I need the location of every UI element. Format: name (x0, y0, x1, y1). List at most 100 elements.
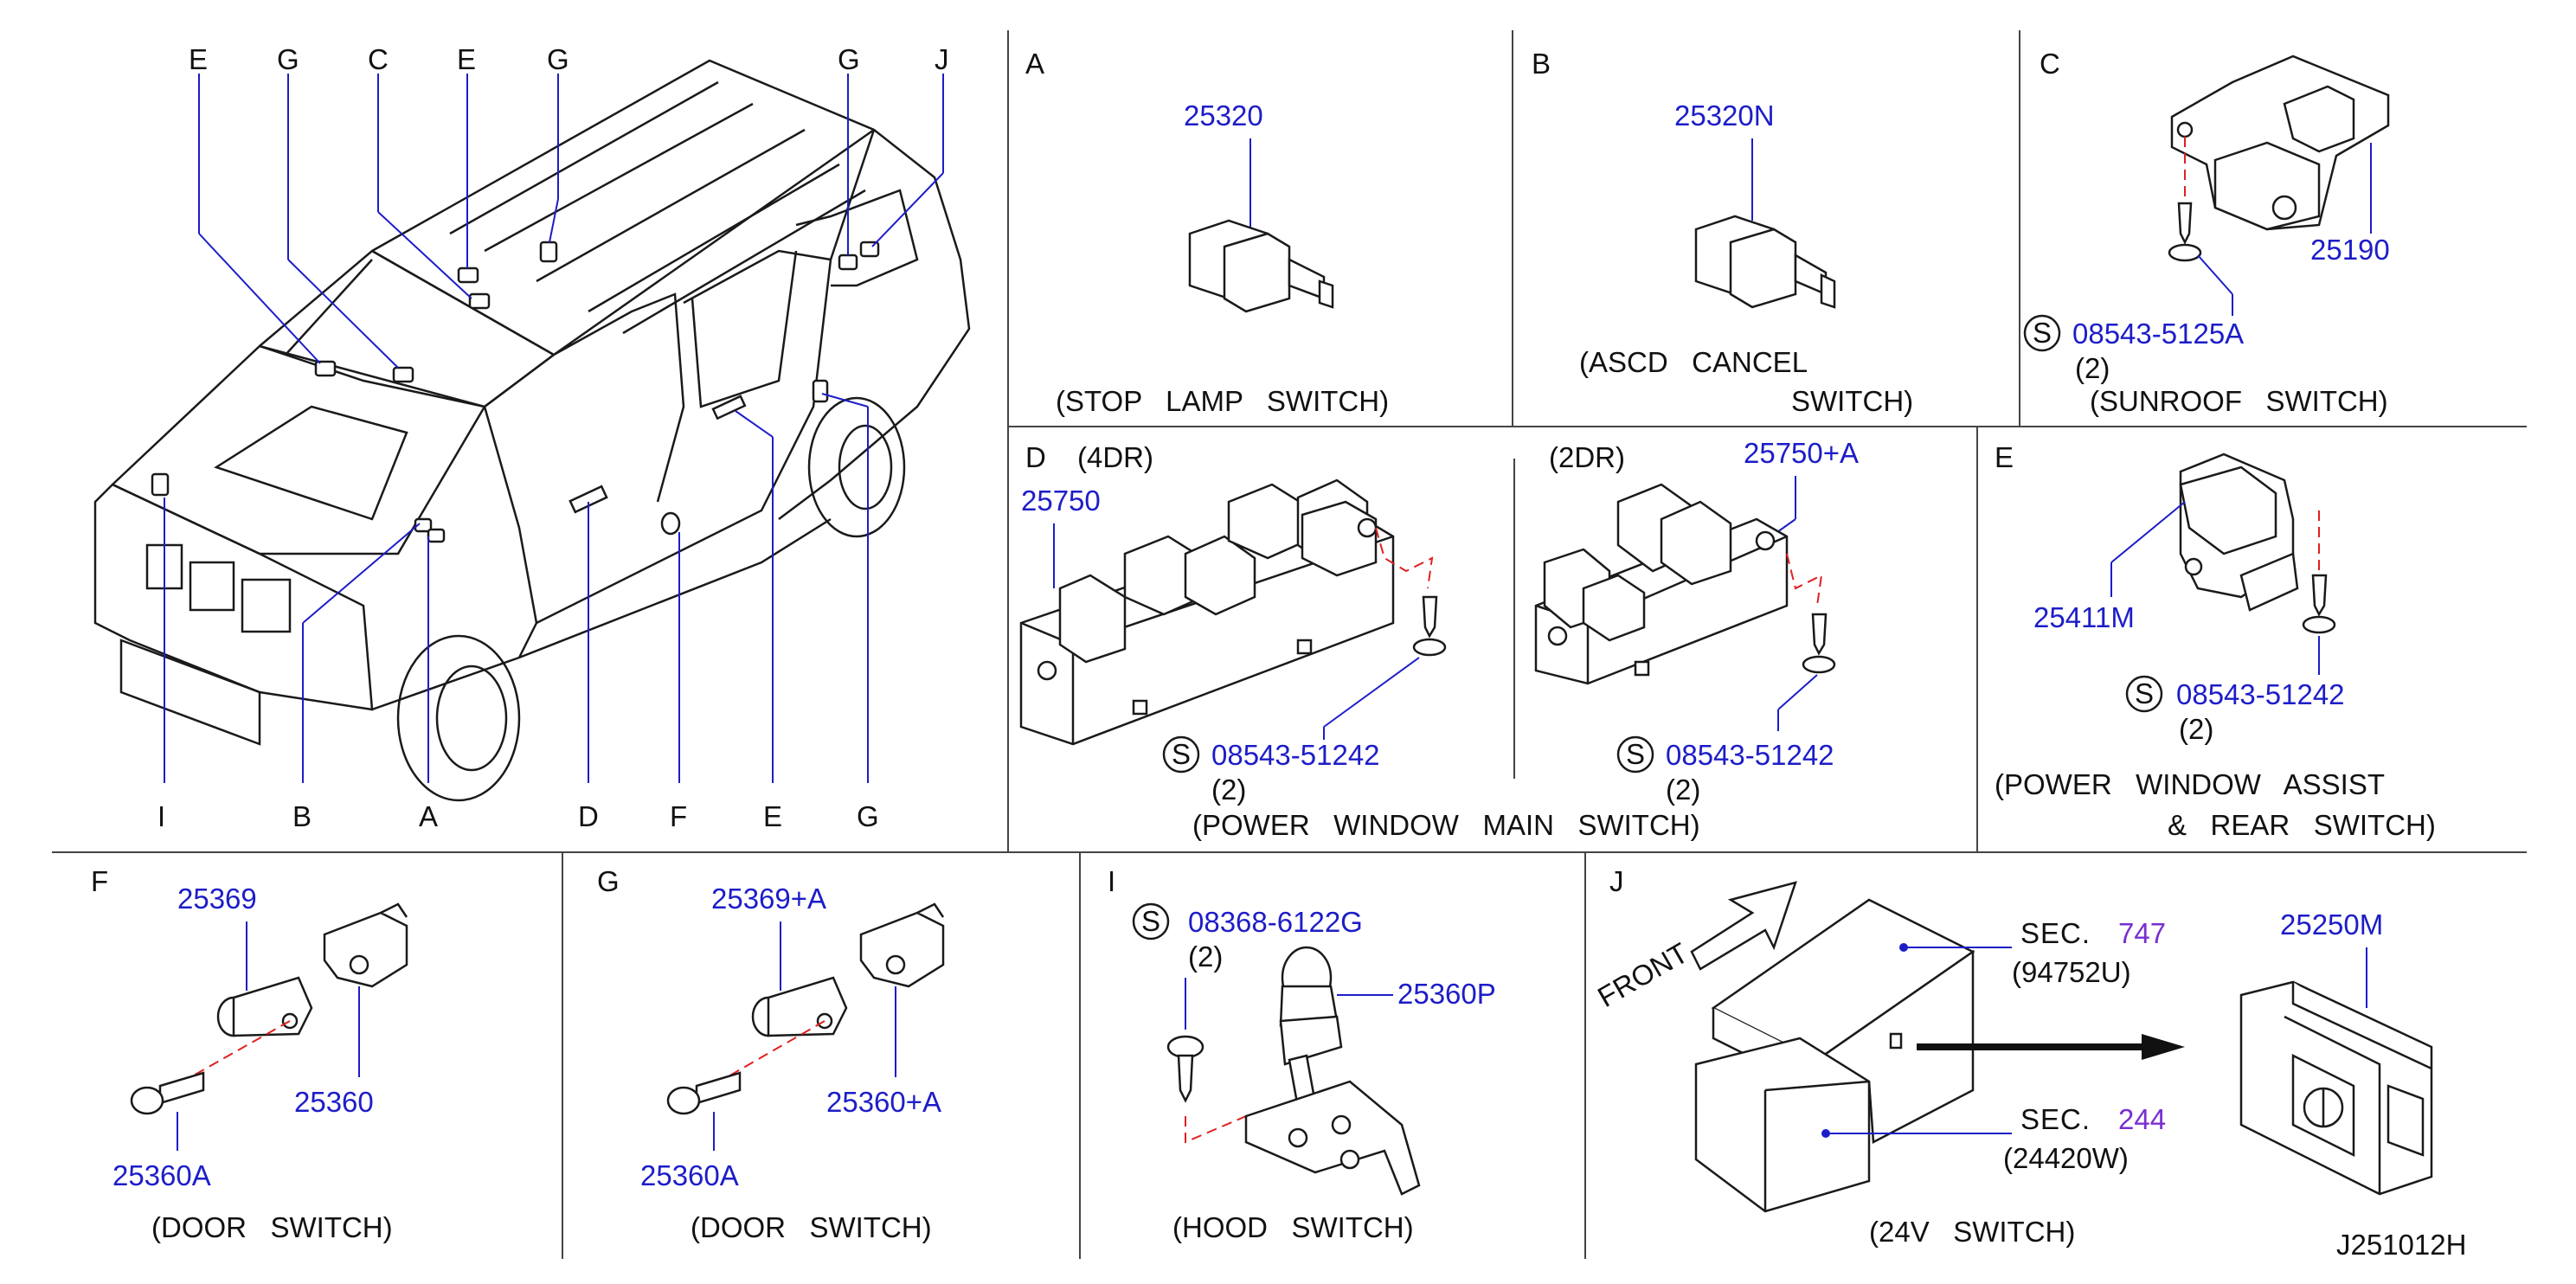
panel-e-letter: E (1995, 441, 2014, 473)
panel-j-sec2-sub: (24420W) (2003, 1142, 2129, 1174)
sunroof-switch-drawing (2170, 55, 2390, 231)
panel-e-screw-number: 08543-51242 (2176, 678, 2345, 710)
panel-a-letter: A (1025, 48, 1044, 80)
panel-i-hood-switch: I S 08368-6122G (2) 25360P (HOOD SWITCH) (1108, 865, 1496, 1243)
panel-grid (52, 30, 2527, 1259)
car-bottom-letter-3: A (419, 800, 438, 832)
panel-b-letter: B (1532, 48, 1551, 80)
panel-f-letter: F (91, 865, 108, 897)
panel-i-part-number: 25360P (1397, 978, 1496, 1010)
car-top-letter-7: J (935, 43, 949, 75)
panel-e-screw-symbol: S (2135, 677, 2154, 709)
panel-i-caption: (HOOD SWITCH) (1172, 1211, 1414, 1243)
panel-g-part-number-3: 25360A (640, 1159, 739, 1191)
panel-j-caption: (24V SWITCH) (1869, 1216, 2075, 1248)
door-switch-g-screw-icon (666, 1071, 742, 1115)
24v-switch-drawing (2239, 980, 2433, 1196)
car-top-letter-6: G (838, 43, 860, 75)
panel-j-sec1-number: 747 (2118, 917, 2166, 949)
car-bottom-letter-4: D (578, 800, 599, 832)
car-top-letter-2: G (277, 43, 299, 75)
ascd-switch-drawing (1694, 215, 1836, 309)
panel-c-screw-qty: (2) (2075, 352, 2110, 384)
panel-d-screw-symbol-4dr: S (1172, 738, 1191, 770)
panel-a-part-number: 25320 (1184, 100, 1263, 132)
panel-j-sec1-sub: (94752U) (2012, 956, 2131, 988)
panel-e-caption-line2: & REAR SWITCH) (2168, 809, 2436, 841)
panel-e-part-number: 25411M (2033, 601, 2135, 633)
front-arrow-icon (1690, 881, 1797, 971)
car-top-letter-3: C (368, 43, 389, 75)
panel-d-caption: (POWER WINDOW MAIN SWITCH) (1192, 809, 1700, 841)
panel-e-screw-qty: (2) (2179, 713, 2213, 745)
panel-b-ascd-cancel-switch: B 25320N (ASCD CANCEL SWITCH) (1532, 48, 1913, 417)
panel-i-screw-symbol: S (1141, 905, 1160, 937)
panel-e-power-window-assist-switch: E 25411M S 08543-51242 (2) (POWER WINDOW… (1995, 441, 2436, 841)
panel-c-sunroof-switch: C 25190 S 08543-5125A (2) (SUNROOF SWITC… (2023, 48, 2390, 417)
panel-j-letter: J (1609, 865, 1624, 897)
panel-e-caption-line1: (POWER WINDOW ASSIST (1995, 768, 2385, 800)
door-switch-f-drawing (216, 902, 408, 1037)
panel-b-part-number: 25320N (1674, 100, 1775, 132)
assist-screw-icon (2302, 574, 2336, 634)
front-label: FRONT (1592, 936, 1693, 1013)
main-switch-2dr-drawing (1534, 483, 1789, 685)
panel-f-part-number-1: 25369 (177, 883, 257, 915)
car-bottom-letter-6: E (763, 800, 782, 832)
switch-bracket-drawing (1694, 898, 1975, 1213)
panel-d-screw-qty-2dr: (2) (1666, 774, 1700, 806)
panel-d-part-number-4dr: 25750 (1021, 485, 1101, 517)
car-body-outline (93, 59, 971, 802)
panel-g-letter: G (597, 865, 620, 897)
stop-lamp-switch-drawing (1188, 219, 1334, 313)
panel-d-4dr-label: (4DR) (1077, 441, 1153, 473)
car-leader-lines (164, 74, 944, 783)
car-bottom-letter-5: F (670, 800, 687, 832)
panel-a-caption: (STOP LAMP SWITCH) (1056, 385, 1389, 417)
panel-f-part-number-2: 25360 (294, 1086, 374, 1118)
panel-f-caption: (DOOR SWITCH) (151, 1211, 393, 1243)
hood-switch-screw-icon (1166, 1035, 1204, 1103)
main-switch-screw-icon-2dr (1802, 613, 1836, 674)
panel-j-24v-switch: J FRONT SEC. 747 (94752U) SEC. 244 (2442… (1592, 865, 2466, 1261)
panel-i-screw-number: 08368-6122G (1188, 906, 1363, 938)
sunroof-screw-icon (2168, 202, 2202, 262)
panel-f-door-switch: F 25369 25360 25360A (DOOR SWITCH) (91, 865, 408, 1243)
panel-j-sec1-label: SEC. (2020, 917, 2091, 949)
main-switch-screw-icon-4dr (1412, 595, 1447, 657)
installation-arrow (1917, 1034, 2185, 1060)
panel-g-part-number-1: 25369+A (711, 883, 826, 915)
panel-b-caption-line1: (ASCD CANCEL (1579, 346, 1808, 378)
panel-d-2dr-label: (2DR) (1549, 441, 1625, 473)
panel-d-letter: D (1025, 441, 1046, 473)
switch-markers (151, 241, 880, 543)
diagram-code: J251012H (2336, 1229, 2466, 1261)
panel-c-part-number: 25190 (2310, 234, 2390, 266)
car-top-letter-4: E (457, 43, 476, 75)
panel-d-screw-symbol-2dr: S (1626, 738, 1645, 770)
panel-f-part-number-3: 25360A (112, 1159, 211, 1191)
car-top-letter-1: E (189, 43, 208, 75)
door-switch-g-drawing (751, 902, 945, 1037)
panel-g-caption: (DOOR SWITCH) (691, 1211, 932, 1243)
panel-d-screw-number-2dr: 08543-51242 (1666, 739, 1834, 771)
panel-d-part-number-2dr: 25750+A (1744, 437, 1859, 469)
panel-i-screw-qty: (2) (1188, 941, 1223, 973)
car-bottom-letter-2: B (292, 800, 312, 832)
car-top-letter-5: G (547, 43, 569, 75)
panel-d-power-window-main-switch: D (4DR) 25750 S 08543-51242 (2) (1019, 437, 1859, 841)
panel-d-screw-number-4dr: 08543-51242 (1211, 739, 1380, 771)
hood-switch-drawing (1244, 946, 1421, 1196)
vehicle-illustration: E G C E G G J I B A D F E G (93, 43, 971, 832)
panel-c-caption: (SUNROOF SWITCH) (2090, 385, 2388, 417)
panel-g-part-number-2: 25360+A (826, 1086, 941, 1118)
panel-j-sec2-label: SEC. (2020, 1103, 2091, 1135)
panel-a-stop-lamp-switch: A 25320 (STOP LAMP SWITCH) (1025, 48, 1389, 417)
main-switch-4dr-drawing (1019, 478, 1395, 746)
panel-j-part-number: 25250M (2280, 908, 2383, 941)
door-switch-f-screw-icon (130, 1071, 205, 1115)
panel-i-letter: I (1108, 865, 1115, 897)
car-bottom-letter-1: I (157, 800, 165, 832)
panel-d-screw-qty-4dr: (2) (1211, 774, 1246, 806)
panel-c-screw-number: 08543-5125A (2072, 318, 2244, 350)
